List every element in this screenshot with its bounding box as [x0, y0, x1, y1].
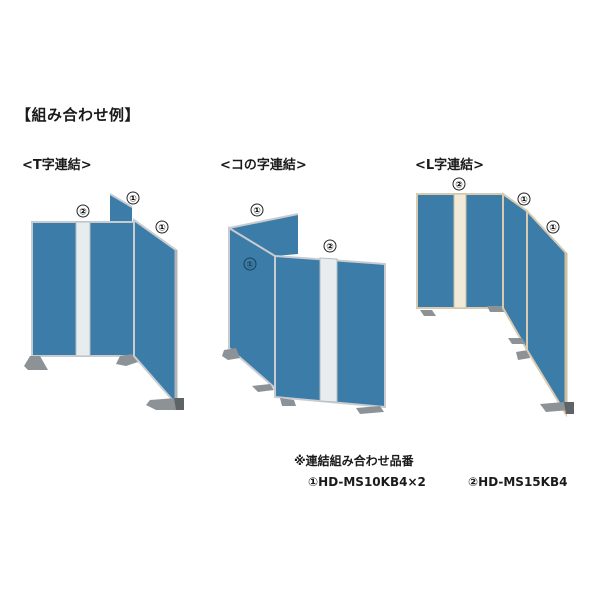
svg-text:①: ①	[158, 224, 166, 234]
ko-connection-illustration: ① ① ②	[222, 203, 386, 414]
l-callout-1b: ①	[546, 220, 560, 234]
l-callout-2: ②	[452, 177, 466, 191]
svg-text:②: ②	[455, 181, 463, 191]
ko-callout-1a: ①	[250, 203, 264, 217]
t-callout-1a: ①	[126, 191, 140, 205]
ko-callout-1b: ①	[243, 257, 257, 271]
t-callout-1b: ①	[155, 220, 169, 234]
l-connection-label: <L字連結>	[415, 158, 485, 173]
part-number-2: ②HD-MS15KB4	[468, 475, 568, 489]
part-number-1: ①HD-MS10KB4×2	[308, 475, 426, 489]
t-connection-label: <T字連結>	[22, 158, 92, 173]
svg-text:①: ①	[549, 224, 557, 234]
l-connection-illustration: ② ① ①	[416, 177, 574, 418]
part-numbers-note: ※連結組み合わせ品番	[294, 454, 414, 468]
page-heading: 【組み合わせ例】	[16, 106, 141, 124]
svg-text:②: ②	[326, 243, 334, 253]
svg-text:①: ①	[520, 196, 528, 206]
svg-text:①: ①	[129, 195, 137, 205]
ko-connection-label: <コの字連結>	[220, 158, 307, 173]
t-connection-illustration: ① ① ②	[24, 191, 184, 410]
l-callout-1a: ①	[517, 192, 531, 206]
svg-text:②: ②	[79, 208, 87, 218]
ko-callout-2: ②	[323, 239, 337, 253]
svg-text:①: ①	[246, 261, 254, 271]
t-callout-2: ②	[76, 204, 90, 218]
svg-text:①: ①	[253, 207, 261, 217]
